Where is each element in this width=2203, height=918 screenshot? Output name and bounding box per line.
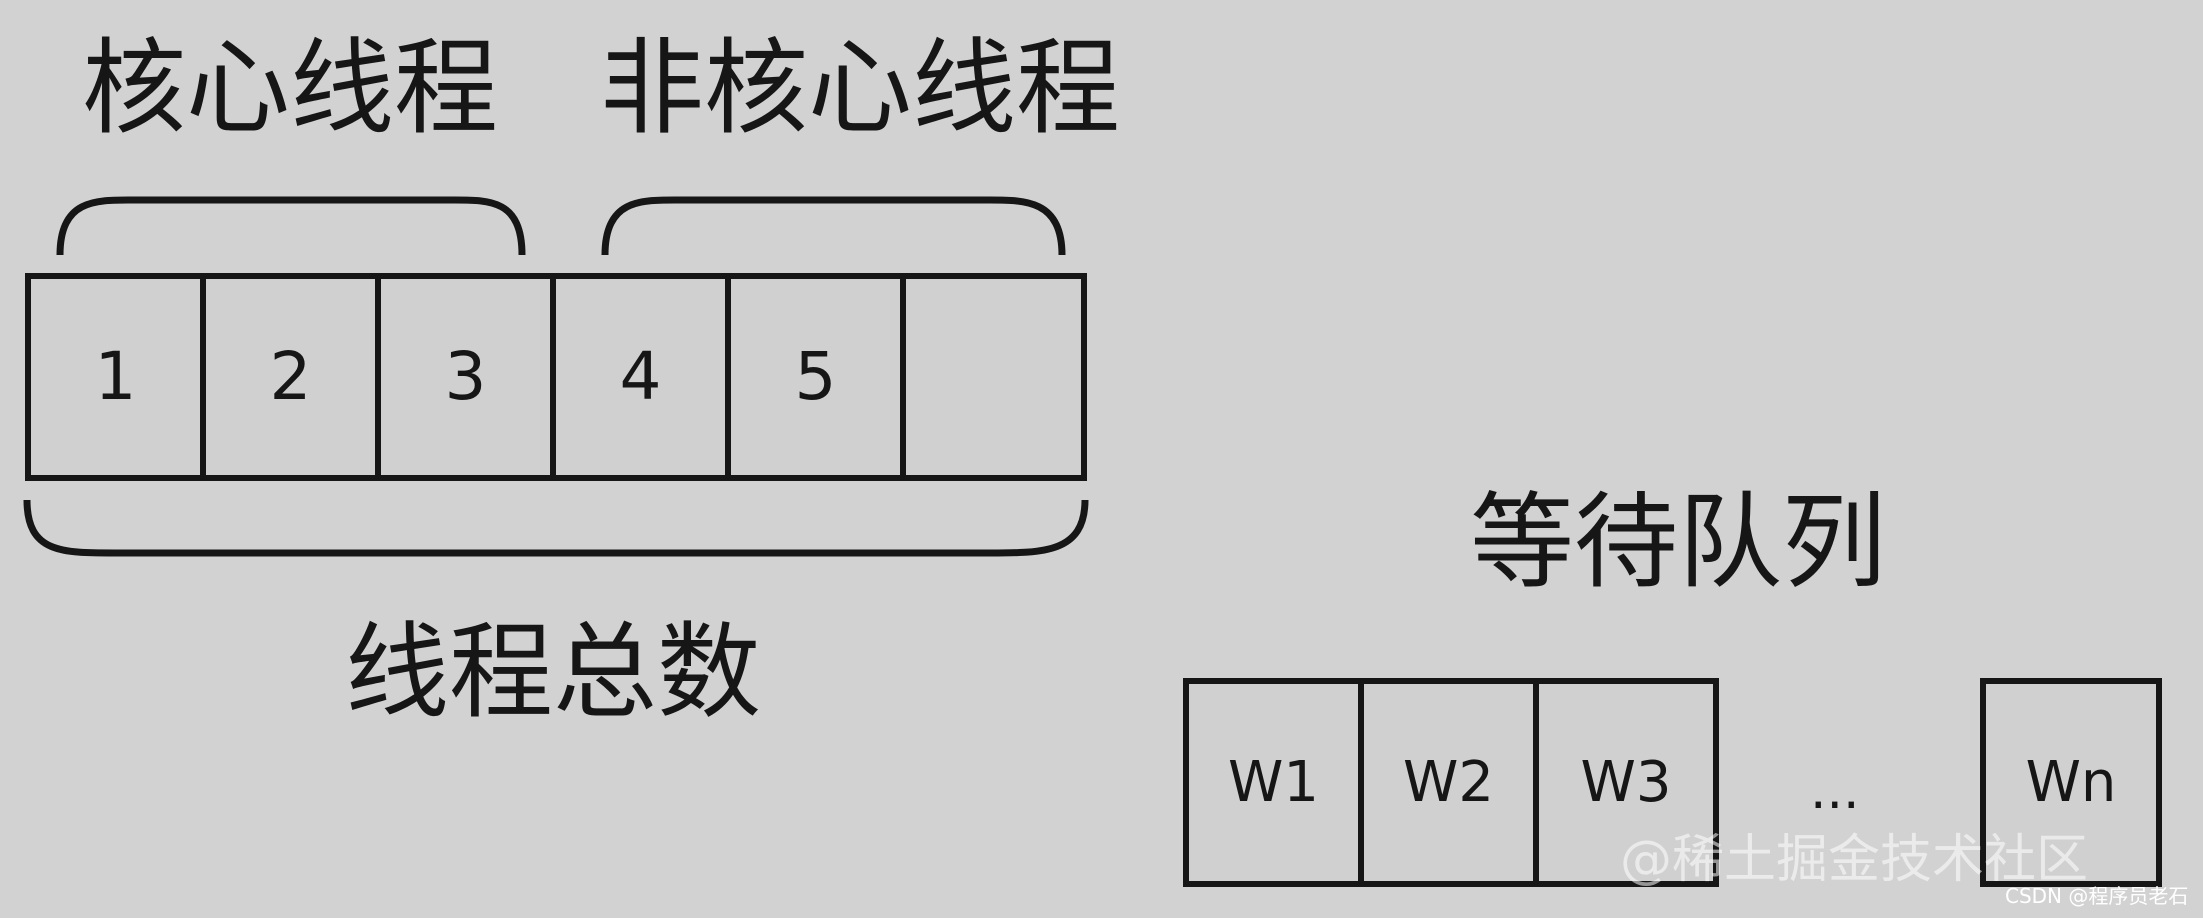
thread-slot: 1 <box>25 273 206 481</box>
thread-slot-label: 5 <box>794 338 837 415</box>
queue-slot: W1 <box>1183 678 1364 887</box>
thread-slot: 3 <box>375 273 556 481</box>
thread-slot-label: 1 <box>94 338 137 415</box>
queue-ellipsis: ... <box>1810 761 1860 821</box>
thread-slot: 2 <box>200 273 381 481</box>
queue-slot-label: W2 <box>1403 749 1494 815</box>
queue-slot-label: W3 <box>1580 749 1672 815</box>
thread-slot <box>900 273 1087 481</box>
non-core-threads-bracket <box>601 196 1066 256</box>
thread-slot: 4 <box>550 273 731 481</box>
csdn-credit: CSDN @程序员老石 <box>2005 884 2189 908</box>
queue-slot: W2 <box>1358 678 1539 887</box>
queue-slot-label: Wn <box>2025 749 2117 815</box>
total-threads-brace <box>23 499 1089 557</box>
thread-slot: 5 <box>725 273 906 481</box>
core-threads-bracket <box>56 196 526 256</box>
thread-slot-label: 2 <box>269 338 312 415</box>
queue-slot: W3 <box>1533 678 1719 887</box>
thread-slot-label: 4 <box>619 338 662 415</box>
non-core-threads-label: 非核心线程 <box>600 27 1121 149</box>
total-threads-label: 线程总数 <box>345 611 762 733</box>
queue-slot-last: Wn <box>1980 678 2162 887</box>
watermark-text: @稀土掘金技术社区 <box>1620 830 2089 890</box>
core-threads-label: 核心线程 <box>82 27 499 149</box>
queue-slot-label: W1 <box>1228 749 1319 815</box>
waiting-queue-label: 等待队列 <box>1470 481 1887 603</box>
thread-slot-label: 3 <box>444 338 487 415</box>
